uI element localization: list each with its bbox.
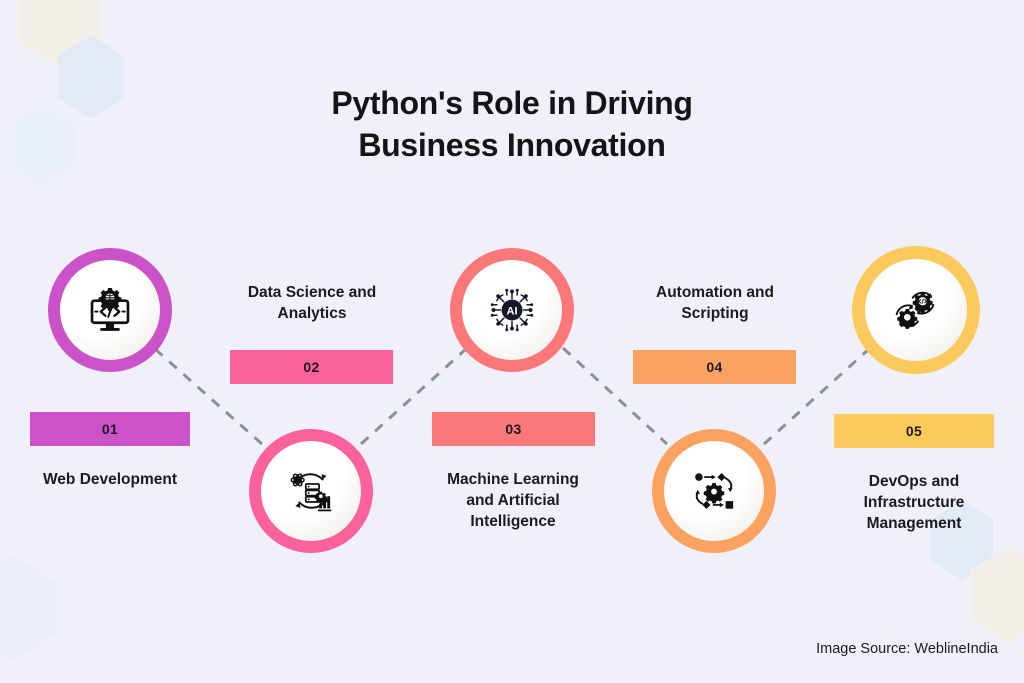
step-caption-4-line-2: Scripting xyxy=(681,304,749,322)
automation-workflow-icon xyxy=(695,473,734,509)
ai-chip-icon: AI xyxy=(490,288,534,332)
decorative-hexagon-br-cream xyxy=(970,546,1024,644)
image-source-credit: Image Source: WeblineIndia xyxy=(816,641,998,657)
step-circle-5[interactable] xyxy=(852,246,980,374)
step-number-3: 03 xyxy=(505,421,522,437)
step-circle-2[interactable] xyxy=(249,429,373,553)
step-caption-2-line-1: Data Science and xyxy=(247,284,377,301)
step-caption-5-line-3: Management xyxy=(866,514,962,532)
devops-gears-icon xyxy=(896,292,935,330)
decorative-hexagon-bl-pale xyxy=(0,556,56,660)
page-title-line-2: Business Innovation xyxy=(358,127,666,164)
step-circle-1[interactable] xyxy=(48,248,172,372)
step-caption-1-line-1: Web Development xyxy=(42,471,178,488)
svg-text:AI: AI xyxy=(506,305,517,317)
step-number-bar-4: 04 xyxy=(633,350,796,384)
monitor-code-gear-icon xyxy=(90,287,130,331)
step-caption-2: Data Science and Analytics xyxy=(212,283,412,325)
step-caption-3-line-2: and Artificial xyxy=(466,491,560,509)
step-number-bar-3: 03 xyxy=(432,412,595,446)
step-caption-3-line-3: Intelligence xyxy=(470,512,556,530)
step-caption-5-line-2: Infrastructure xyxy=(863,493,965,511)
step-caption-4-line-1: Automation and xyxy=(656,284,774,301)
step-number-1: 01 xyxy=(101,421,119,437)
step-number-bar-1: 01 xyxy=(30,412,190,446)
page-title: Python's Role in Driving Business Innova… xyxy=(0,82,1024,166)
step-circle-3[interactable]: AI xyxy=(450,248,574,372)
step-caption-2-line-2: Analytics xyxy=(277,304,347,322)
step-caption-5: DevOps and Infrastructure Management xyxy=(814,472,1014,535)
step-number-bar-2: 02 xyxy=(230,350,393,384)
step-caption-5-line-1: DevOps and xyxy=(868,473,960,490)
step-caption-3-line-1: Machine Learning xyxy=(447,471,579,488)
page-title-line-1: Python's Role in Driving xyxy=(331,85,693,121)
step-number-2: 02 xyxy=(303,359,320,375)
step-caption-1: Web Development xyxy=(10,470,210,491)
data-analytics-icon xyxy=(290,473,332,512)
step-number-bar-5: 05 xyxy=(834,414,994,448)
step-number-5: 05 xyxy=(905,423,923,439)
step-caption-3: Machine Learning and Artificial Intellig… xyxy=(413,470,613,533)
step-number-4: 04 xyxy=(706,359,723,375)
decorative-hexagon-tl-cream xyxy=(18,0,102,68)
step-caption-4: Automation and Scripting xyxy=(615,283,815,325)
step-circle-4[interactable] xyxy=(652,429,776,553)
